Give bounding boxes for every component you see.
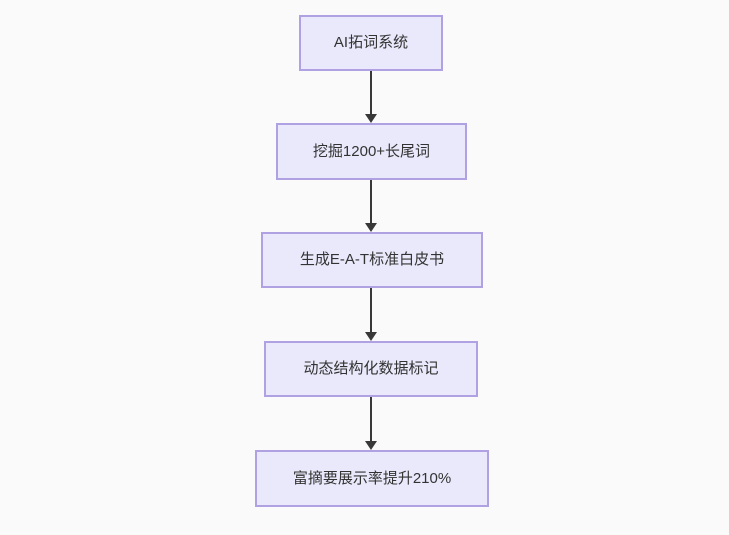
arrowhead-down-icon — [365, 114, 377, 123]
flowchart-node-generate-eat-whitepaper: 生成E-A-T标准白皮书 — [261, 232, 483, 288]
flowchart-node-mine-longtail-keywords: 挖掘1200+长尾词 — [276, 123, 467, 180]
arrowhead-down-icon — [365, 332, 377, 341]
node-label: 挖掘1200+长尾词 — [312, 142, 431, 160]
edge-line-a-b — [370, 71, 372, 115]
flowchart-node-rich-snippet-rate-increase: 富摘要展示率提升210% — [255, 450, 489, 507]
arrowhead-down-icon — [365, 223, 377, 232]
edge-line-d-e — [370, 397, 372, 441]
node-label: 生成E-A-T标准白皮书 — [299, 251, 445, 268]
arrowhead-down-icon — [365, 441, 377, 450]
node-label: 富摘要展示率提升210% — [292, 469, 452, 487]
flowchart-node-dynamic-structured-data-markup: 动态结构化数据标记 — [264, 341, 478, 397]
flowchart-node-ai-word-expansion-system: AI拓词系统 — [299, 15, 443, 71]
edge-line-b-c — [370, 180, 372, 223]
node-label: 动态结构化数据标记 — [303, 360, 439, 377]
node-label: AI拓词系统 — [333, 34, 409, 51]
edge-line-c-d — [370, 288, 372, 332]
